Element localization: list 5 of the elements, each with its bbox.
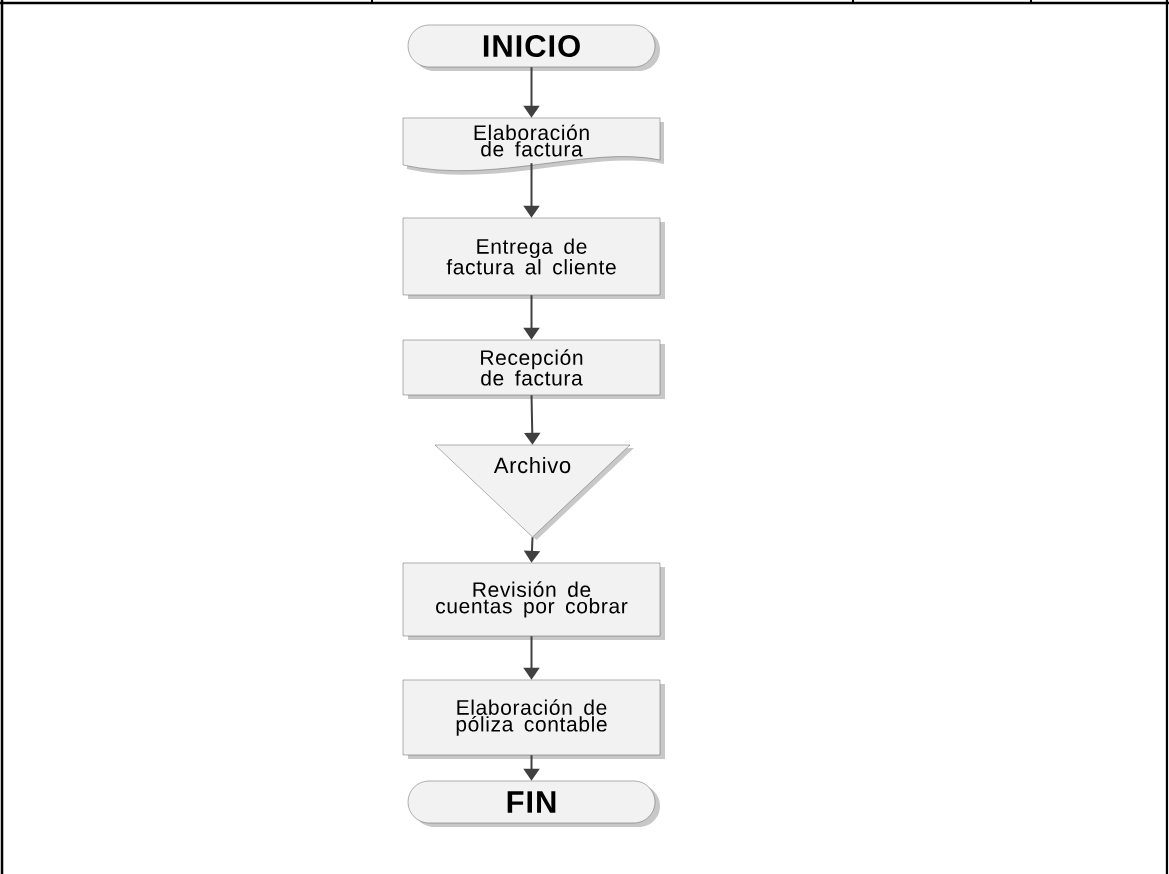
process-box: Elaboración de póliza contable <box>402 679 665 759</box>
process-box: Entrega de factura al cliente <box>402 217 665 299</box>
storage-triangle: Archivo <box>434 444 634 540</box>
process-box: Recepción de factura <box>402 339 665 399</box>
process-box: Revisión de cuentas por cobrar <box>402 562 665 640</box>
